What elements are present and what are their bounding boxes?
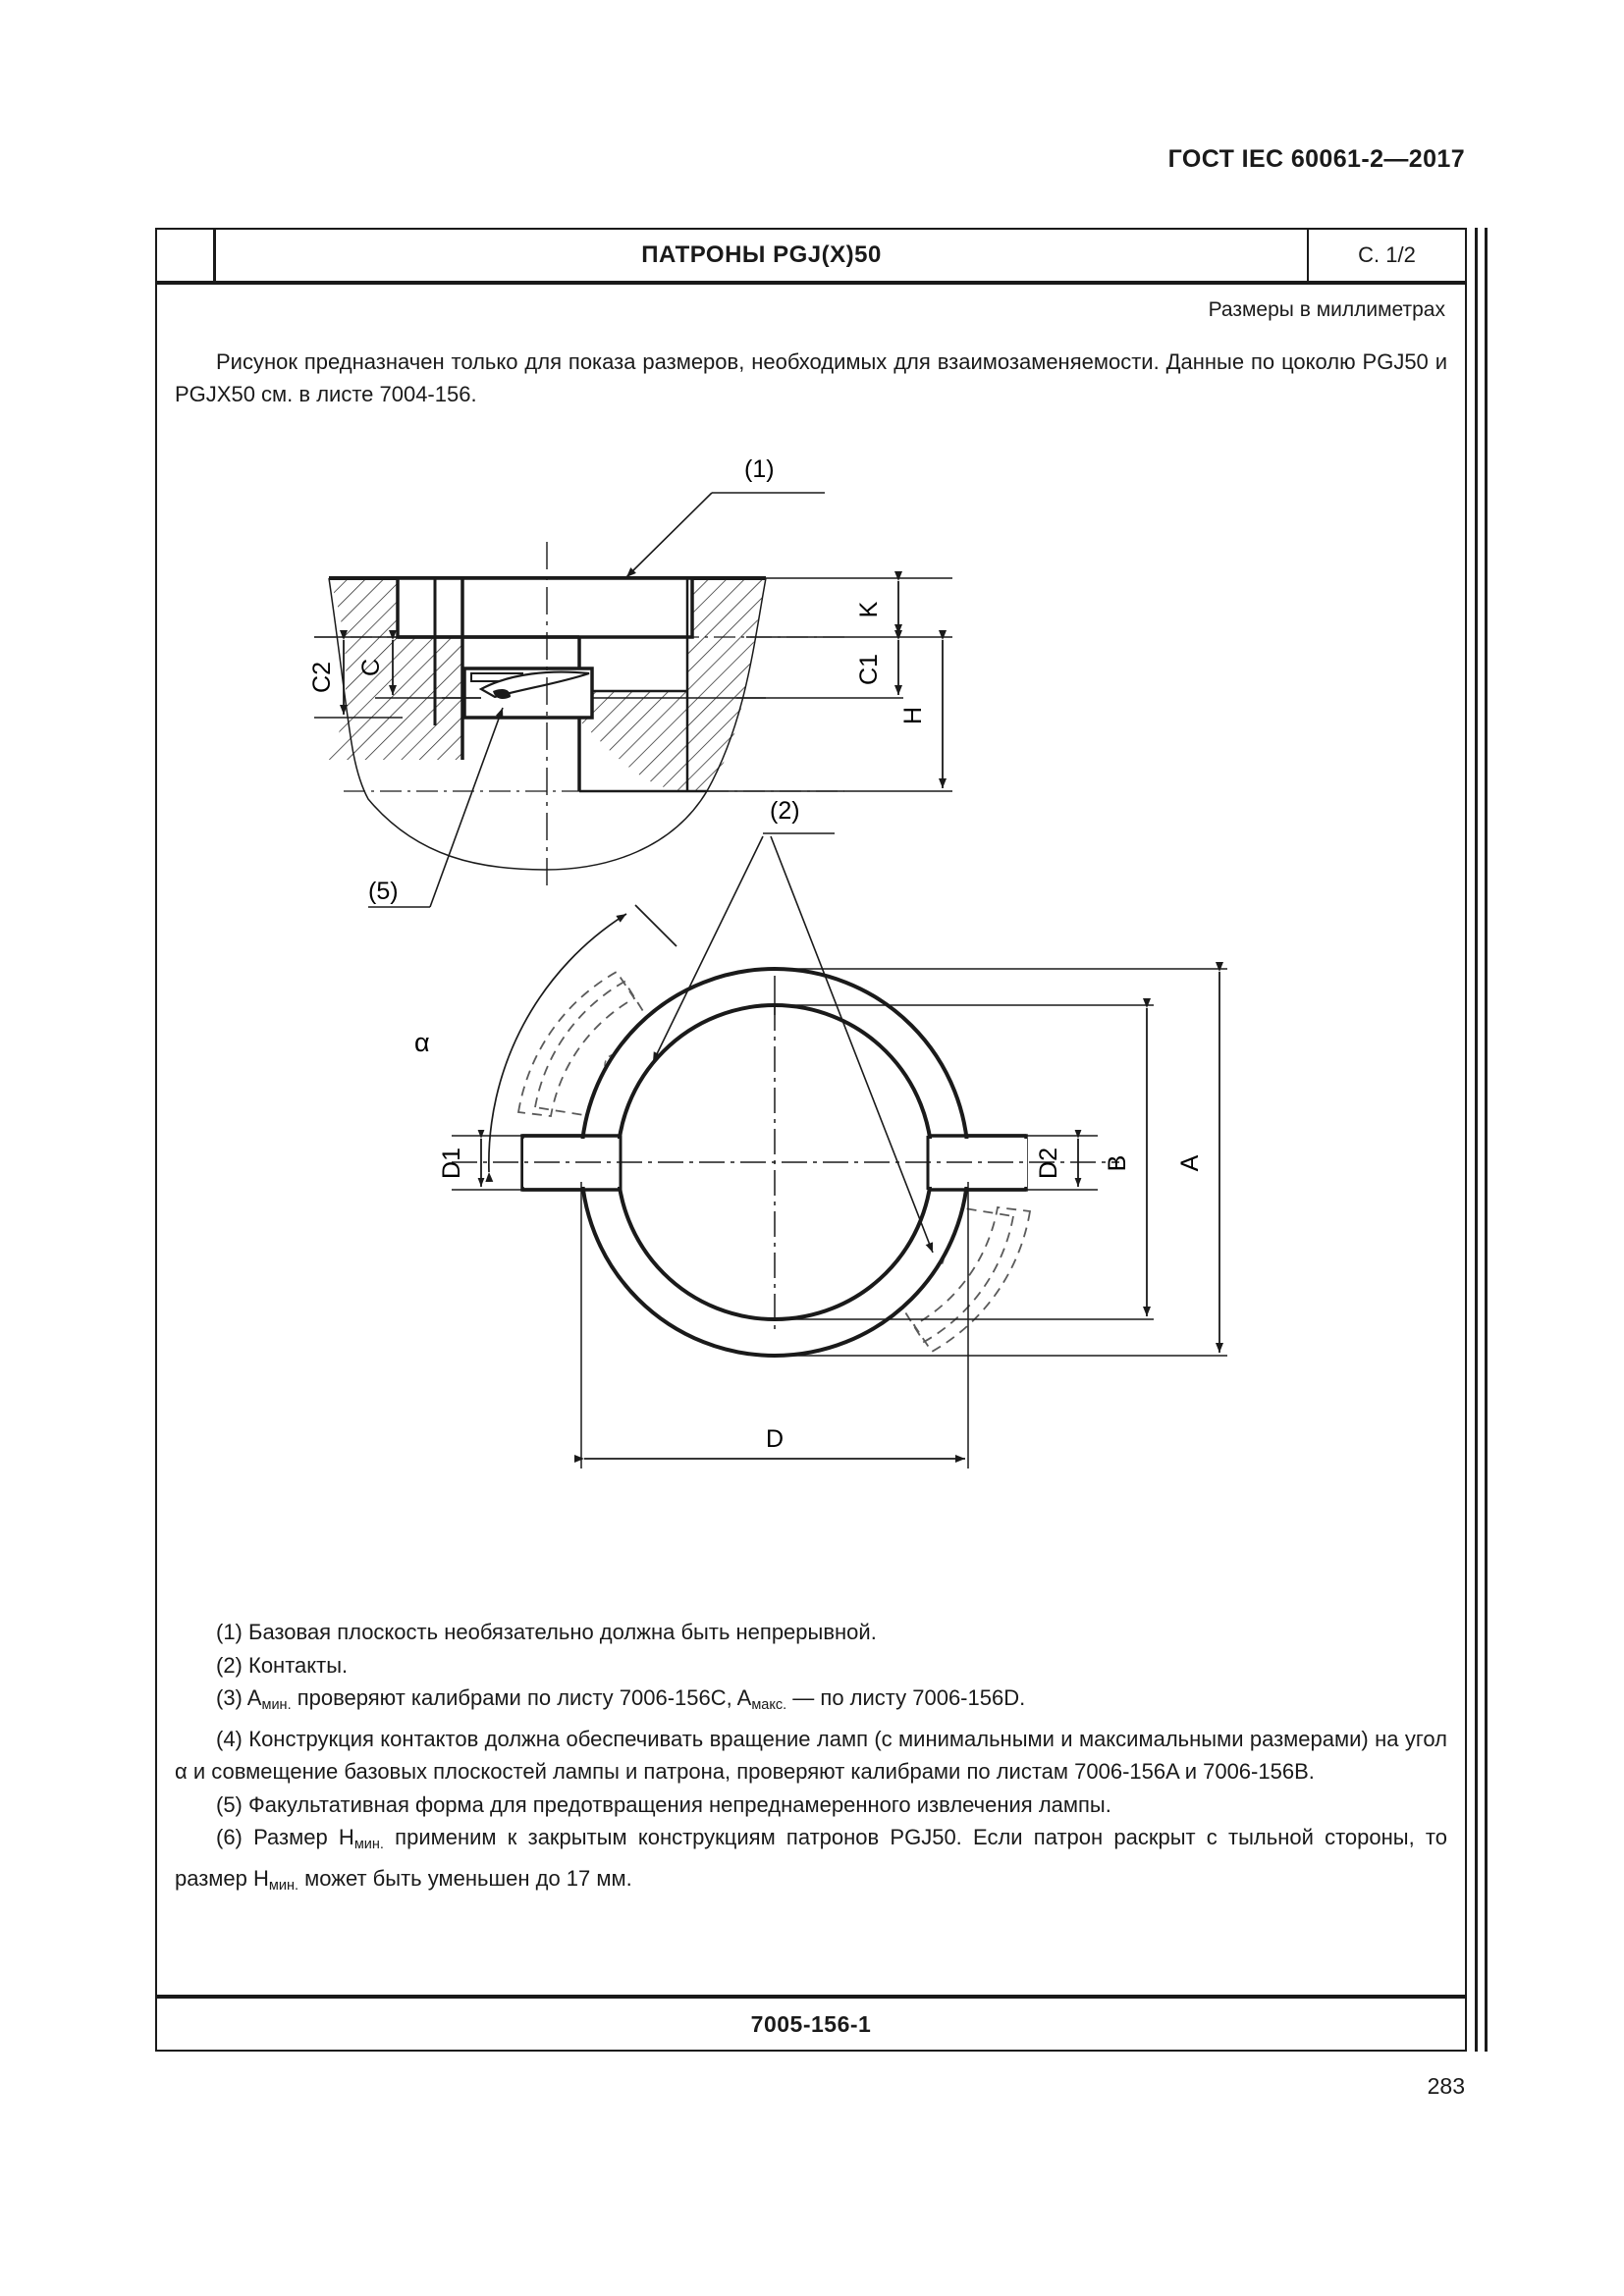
dim-label-b: B (1104, 1155, 1131, 1172)
dim-label-c2: C2 (308, 662, 336, 693)
callout-2-label: (2) (770, 797, 800, 825)
page-number: 283 (1427, 2073, 1465, 2099)
angle-label-alpha: α (414, 1028, 430, 1057)
note-6-sub-min-1: мин. (353, 1837, 384, 1853)
section-view: C2 C K C1 H (308, 455, 952, 908)
title-left-cell (157, 230, 216, 281)
notes-list: (1) Базовая плоскость необязательно долж… (175, 1616, 1447, 1902)
intro-paragraph: Рисунок предназначен только для показа р… (175, 349, 1447, 406)
standard-header: ГОСТ IEC 60061-2—2017 (1167, 145, 1465, 173)
dim-label-c1: C1 (855, 654, 883, 685)
callout-1-label: (1) (744, 455, 775, 483)
frame-rail-inner (1485, 228, 1488, 2052)
technical-drawing: C2 C K C1 H (157, 426, 1465, 1594)
sheet-title: ПАТРОНЫ PGJ(X)50 (641, 241, 882, 268)
note-3-suffix: — по листу 7006-156D. (786, 1685, 1026, 1710)
note-3: (3) Aмин. проверяют калибрами по листу 7… (175, 1682, 1447, 1723)
dim-label-c: C (357, 659, 385, 676)
note-5: (5) Факультативная форма для предотвраще… (216, 1791, 1111, 1817)
note-2: (2) Контакты. (216, 1652, 349, 1678)
note-3-sub-max: макс. (751, 1697, 787, 1714)
note-4: (4) Конструкция контактов должна обеспеч… (175, 1726, 1447, 1785)
note-6: (6) Размер Hмин. применим к закрытым кон… (175, 1821, 1447, 1902)
note-3-middle: проверяют калибрами по листу 7006-156C, … (291, 1685, 752, 1710)
note-3-sub-min: мин. (261, 1697, 292, 1714)
note-6-sub-min-2: мин. (268, 1877, 299, 1894)
dim-label-h: H (899, 707, 927, 724)
units-note: Размеры в миллиметрах (1208, 298, 1445, 321)
sheet-title-row: ПАТРОНЫ PGJ(X)50 С. 1/2 (157, 230, 1465, 285)
note-6-suffix: может быть уменьшен до 17 мм. (298, 1865, 632, 1891)
dim-label-d2: D2 (1035, 1148, 1062, 1179)
drawing-svg: C2 C K C1 H (308, 455, 1227, 1468)
note-6-middle: применим к закрытым конструкциям патроно… (175, 1825, 1447, 1891)
dim-label-d1: D1 (438, 1148, 465, 1179)
note-3-prefix: (3) A (216, 1685, 262, 1710)
sheet-number: 7005-156-1 (750, 2010, 872, 2037)
plan-view: α (2) D1 D2 (414, 797, 1227, 1468)
frame-rail-outer (1475, 228, 1478, 2052)
datasheet-frame: ПАТРОНЫ PGJ(X)50 С. 1/2 Размеры в миллим… (155, 228, 1467, 2052)
dim-label-d: D (766, 1425, 784, 1453)
sheet-number-row: 7005-156-1 (157, 1995, 1465, 2050)
sheet-page-label: С. 1/2 (1307, 230, 1465, 281)
note-1: (1) Базовая плоскость необязательно долж… (216, 1620, 877, 1644)
dim-label-a: A (1176, 1154, 1204, 1171)
dim-label-k: K (855, 601, 883, 617)
note-6-prefix: (6) Размер H (216, 1825, 354, 1850)
callout-5-label: (5) (368, 878, 399, 905)
